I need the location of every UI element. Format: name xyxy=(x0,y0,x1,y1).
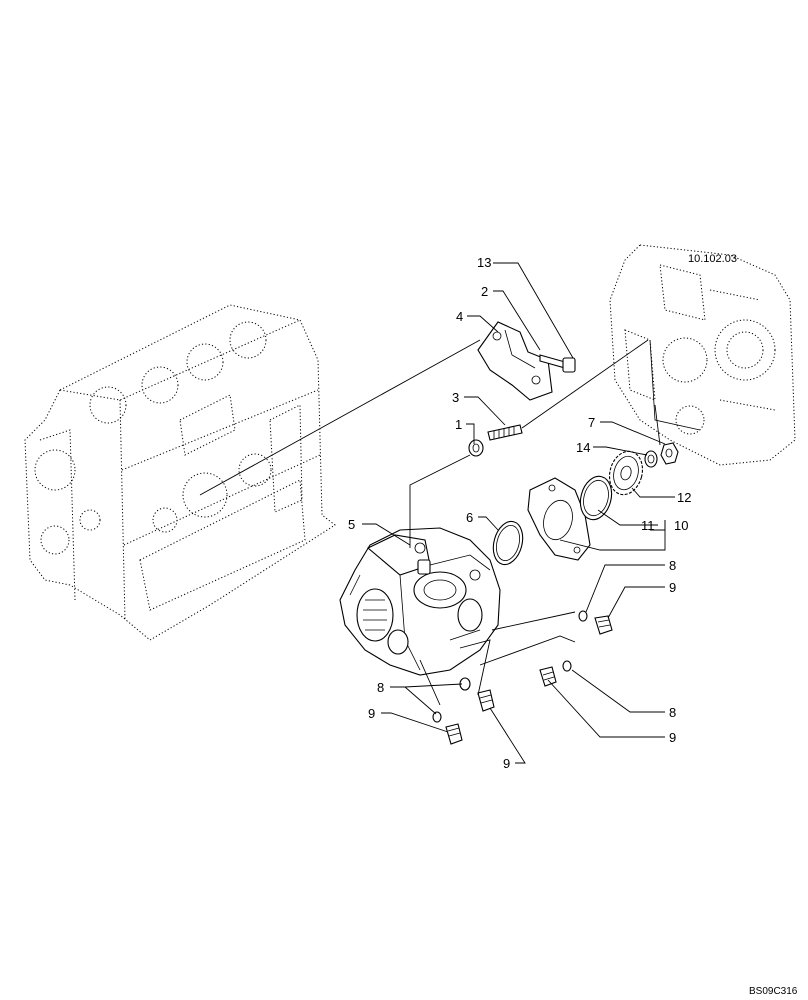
engine-block xyxy=(24,304,336,641)
callout-labels: 13 2 4 3 1 5 6 7 14 12 11 10 8 9 8 9 8 9… xyxy=(348,253,798,997)
callout-8-upper: 8 xyxy=(669,558,676,573)
callout-9-upper: 9 xyxy=(669,580,676,595)
plug-right xyxy=(539,666,557,687)
timing-cover xyxy=(609,244,796,466)
o-ring-part xyxy=(492,520,524,566)
drawing-code: BS09C316 xyxy=(749,986,798,997)
callout-13: 13 xyxy=(477,255,491,270)
callout-4: 4 xyxy=(456,309,463,324)
assembly-lines xyxy=(199,339,661,706)
callout-14: 14 xyxy=(576,440,590,455)
plug-center xyxy=(477,689,495,712)
o-ring-small-right xyxy=(562,660,572,672)
bolt-part xyxy=(539,354,576,373)
callout-6: 6 xyxy=(466,510,473,525)
callout-5: 5 xyxy=(348,517,355,532)
washer-part xyxy=(644,450,658,468)
callout-9-right: 9 xyxy=(669,730,676,745)
callout-11: 11 xyxy=(641,518,655,533)
o-ring-small-left xyxy=(432,711,442,723)
plug-left xyxy=(445,723,463,745)
callout-8-right: 8 xyxy=(669,705,676,720)
callout-8-left: 8 xyxy=(377,680,384,695)
callout-12: 12 xyxy=(677,490,691,505)
nut-part xyxy=(468,439,484,457)
callout-leaders xyxy=(362,262,675,764)
seal-ring-part xyxy=(579,475,613,521)
callout-10: 10 xyxy=(674,518,688,533)
callout-9-left: 9 xyxy=(368,706,375,721)
callout-9-center: 9 xyxy=(503,756,510,771)
reference-label: 10.102.03 xyxy=(688,253,737,265)
flange-part xyxy=(527,477,591,561)
plug-upper-right xyxy=(594,615,613,635)
bracket-part xyxy=(477,321,553,401)
o-ring-small-upper xyxy=(578,610,588,622)
stud-part xyxy=(487,424,523,441)
injection-pump xyxy=(339,527,501,676)
callout-1: 1 xyxy=(455,417,462,432)
callout-2: 2 xyxy=(481,284,488,299)
gear-part xyxy=(608,450,644,496)
callout-3: 3 xyxy=(452,390,459,405)
gear-nut-part xyxy=(660,442,679,465)
callout-7: 7 xyxy=(588,415,595,430)
